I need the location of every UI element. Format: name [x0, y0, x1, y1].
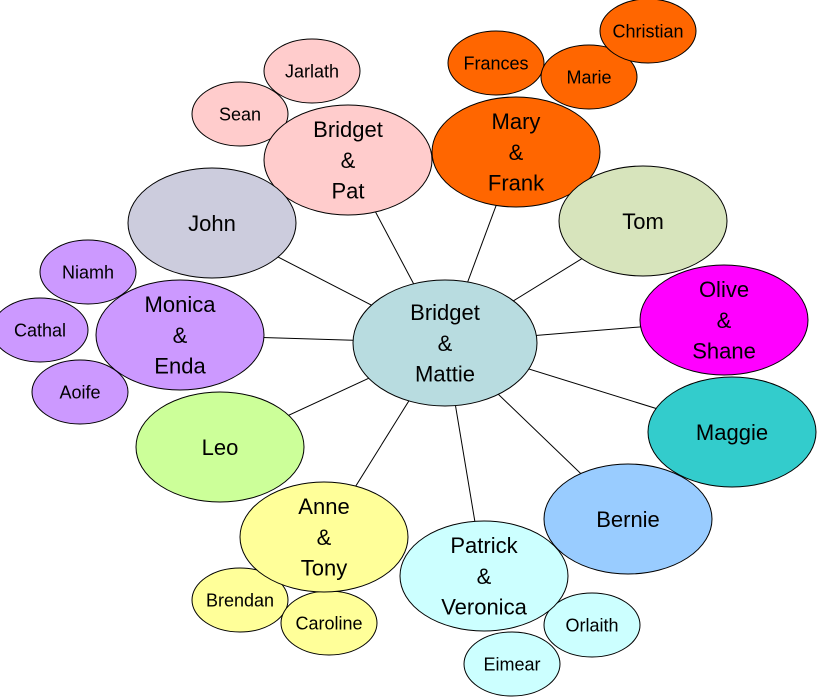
- label-bernie: Bernie: [596, 507, 660, 532]
- ellipse-orlaith: [543, 592, 641, 658]
- node-marie[interactable]: Marie: [540, 44, 638, 110]
- node-jarlath[interactable]: Jarlath: [263, 38, 361, 104]
- node-niamh[interactable]: Niamh: [39, 239, 137, 305]
- label-maggie: Maggie: [696, 420, 768, 445]
- node-cathal[interactable]: Cathal: [0, 297, 89, 363]
- ellipse-john: [127, 167, 297, 279]
- label-orlaith: Orlaith: [565, 615, 618, 635]
- ellipse-bridget-mattie: [352, 279, 538, 407]
- label-bridget-mattie: &: [438, 331, 453, 356]
- ellipse-sean: [191, 81, 289, 147]
- ellipse-marie: [540, 44, 638, 110]
- ellipse-aoife: [31, 359, 129, 425]
- node-caroline[interactable]: Caroline: [280, 590, 378, 656]
- label-marie: Marie: [566, 67, 611, 87]
- node-leo[interactable]: Leo: [135, 391, 305, 503]
- ellipse-maggie: [647, 376, 817, 488]
- label-jarlath: Jarlath: [285, 61, 339, 81]
- label-eimear: Eimear: [483, 654, 540, 674]
- ellipse-cathal: [0, 297, 89, 363]
- node-aoife[interactable]: Aoife: [31, 359, 129, 425]
- label-olive-shane: Shane: [692, 339, 756, 364]
- label-caroline: Caroline: [295, 613, 362, 633]
- label-christian: Christian: [612, 21, 683, 41]
- label-monica-enda: Monica: [145, 292, 217, 317]
- label-bridget-pat: &: [341, 148, 356, 173]
- ellipse-niamh: [39, 239, 137, 305]
- label-mary-frank: Frank: [488, 171, 545, 196]
- ellipse-mary-frank: [431, 96, 601, 208]
- node-brendan[interactable]: Brendan: [191, 567, 289, 633]
- label-bridget-pat: Bridget: [313, 117, 383, 142]
- label-sean: Sean: [219, 104, 261, 124]
- ellipse-bernie: [543, 463, 713, 575]
- node-maggie[interactable]: Maggie: [647, 376, 817, 488]
- ellipse-leo: [135, 391, 305, 503]
- ellipse-monica-enda: [95, 279, 265, 391]
- label-patrick-veronica: &: [477, 564, 492, 589]
- node-tom[interactable]: Tom: [558, 165, 728, 277]
- node-anne-tony[interactable]: Anne & Tony: [239, 481, 409, 593]
- node-christian[interactable]: Christian: [599, 0, 697, 64]
- node-patrick-veronica[interactable]: Patrick & Veronica: [399, 520, 569, 632]
- label-leo: Leo: [202, 435, 239, 460]
- label-john: John: [188, 211, 236, 236]
- label-monica-enda: Enda: [154, 354, 206, 379]
- label-mary-frank: &: [509, 140, 524, 165]
- label-mary-frank: Mary: [492, 109, 541, 134]
- node-monica-enda[interactable]: Monica & Enda: [95, 279, 265, 391]
- label-anne-tony: &: [317, 525, 332, 550]
- ellipse-bridget-pat: [263, 104, 433, 216]
- label-aoife: Aoife: [59, 382, 100, 402]
- label-patrick-veronica: Veronica: [441, 595, 527, 620]
- ellipse-frances: [447, 30, 545, 96]
- node-bridget-mattie[interactable]: Bridget & Mattie: [352, 279, 538, 407]
- label-anne-tony: Tony: [301, 556, 347, 581]
- node-sean[interactable]: Sean: [191, 81, 289, 147]
- label-bridget-mattie: Bridget: [410, 300, 480, 325]
- node-olive-shane[interactable]: Olive & Shane: [639, 264, 809, 376]
- label-frances: Frances: [463, 53, 528, 73]
- node-orlaith[interactable]: Orlaith: [543, 592, 641, 658]
- label-tom: Tom: [622, 209, 664, 234]
- ellipse-anne-tony: [239, 481, 409, 593]
- node-bernie[interactable]: Bernie: [543, 463, 713, 575]
- ellipse-patrick-veronica: [399, 520, 569, 632]
- node-john[interactable]: John: [127, 167, 297, 279]
- label-bridget-mattie: Mattie: [415, 362, 475, 387]
- label-monica-enda: &: [173, 323, 188, 348]
- ellipse-brendan: [191, 567, 289, 633]
- ellipse-olive-shane: [639, 264, 809, 376]
- node-bridget-pat[interactable]: Bridget & Pat: [263, 104, 433, 216]
- ellipse-jarlath: [263, 38, 361, 104]
- node-frances[interactable]: Frances: [447, 30, 545, 96]
- label-cathal: Cathal: [14, 320, 66, 340]
- ellipse-eimear: [463, 631, 561, 697]
- label-niamh: Niamh: [62, 262, 114, 282]
- label-patrick-veronica: Patrick: [450, 533, 518, 558]
- label-olive-shane: Olive: [699, 277, 749, 302]
- ellipse-tom: [558, 165, 728, 277]
- label-olive-shane: &: [717, 308, 732, 333]
- label-brendan: Brendan: [206, 590, 274, 610]
- node-mary-frank[interactable]: Mary & Frank: [431, 96, 601, 208]
- ellipse-christian: [599, 0, 697, 64]
- label-bridget-pat: Pat: [331, 179, 364, 204]
- node-eimear[interactable]: Eimear: [463, 631, 561, 697]
- label-anne-tony: Anne: [298, 494, 349, 519]
